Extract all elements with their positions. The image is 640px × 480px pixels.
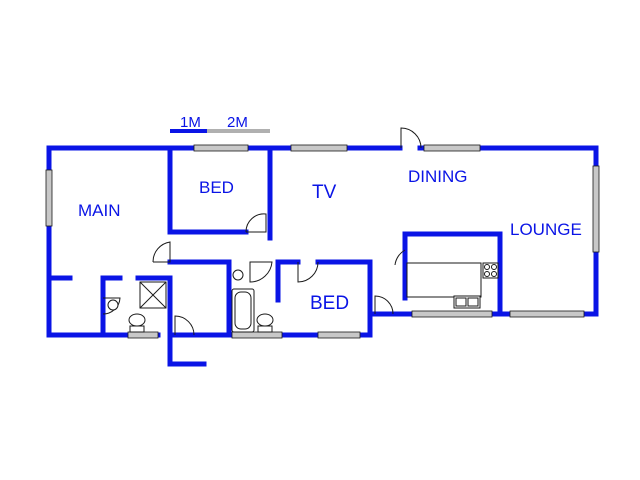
toilet-main: [128, 313, 146, 327]
window-bath: [231, 331, 283, 339]
scale-label-1m: 1M: [180, 114, 201, 131]
room-label-main: MAIN: [78, 201, 121, 220]
scale-bar: 1M 2M: [170, 114, 270, 133]
fixtures: [107, 262, 499, 333]
window-bed1: [193, 144, 249, 152]
window-dining: [423, 144, 481, 152]
door-kitchen: [394, 249, 406, 266]
room-label-bed1: BED: [199, 178, 234, 197]
exterior-stub: [167, 332, 207, 367]
door-bath: [249, 261, 273, 283]
door-bed1: [245, 213, 267, 233]
window-lounge: [592, 165, 600, 253]
bathtub: [231, 288, 255, 333]
kitchen-counter: [406, 262, 482, 298]
window-kitchen: [411, 310, 493, 318]
door-main: [152, 241, 171, 263]
window-main: [45, 169, 53, 227]
room-labels: MAIN BED TV DINING LOUNGE BED: [78, 167, 582, 314]
scale-label-2m: 2M: [227, 114, 248, 131]
kitchen-sink: [453, 295, 481, 309]
basin-bath: [232, 269, 244, 281]
window-toilet: [127, 331, 159, 339]
door-bed2: [297, 261, 319, 283]
window-bed2: [317, 331, 361, 339]
toilet-bath: [256, 313, 274, 327]
door-dining-entrance: [374, 295, 394, 315]
windows: [45, 144, 600, 339]
main-bedroom-wall: [46, 275, 173, 338]
room-label-bed2: BED: [310, 293, 349, 314]
stove: [482, 262, 499, 279]
room-label-lounge: LOUNGE: [510, 220, 582, 239]
door-hall-out: [174, 315, 195, 336]
door-front: [400, 127, 422, 149]
window-lounge-bottom: [509, 310, 585, 318]
doors: [102, 127, 422, 336]
basin-main: [107, 299, 119, 311]
room-label-tv: TV: [312, 182, 337, 203]
window-tv: [290, 144, 348, 152]
room-label-dining: DINING: [408, 167, 468, 186]
